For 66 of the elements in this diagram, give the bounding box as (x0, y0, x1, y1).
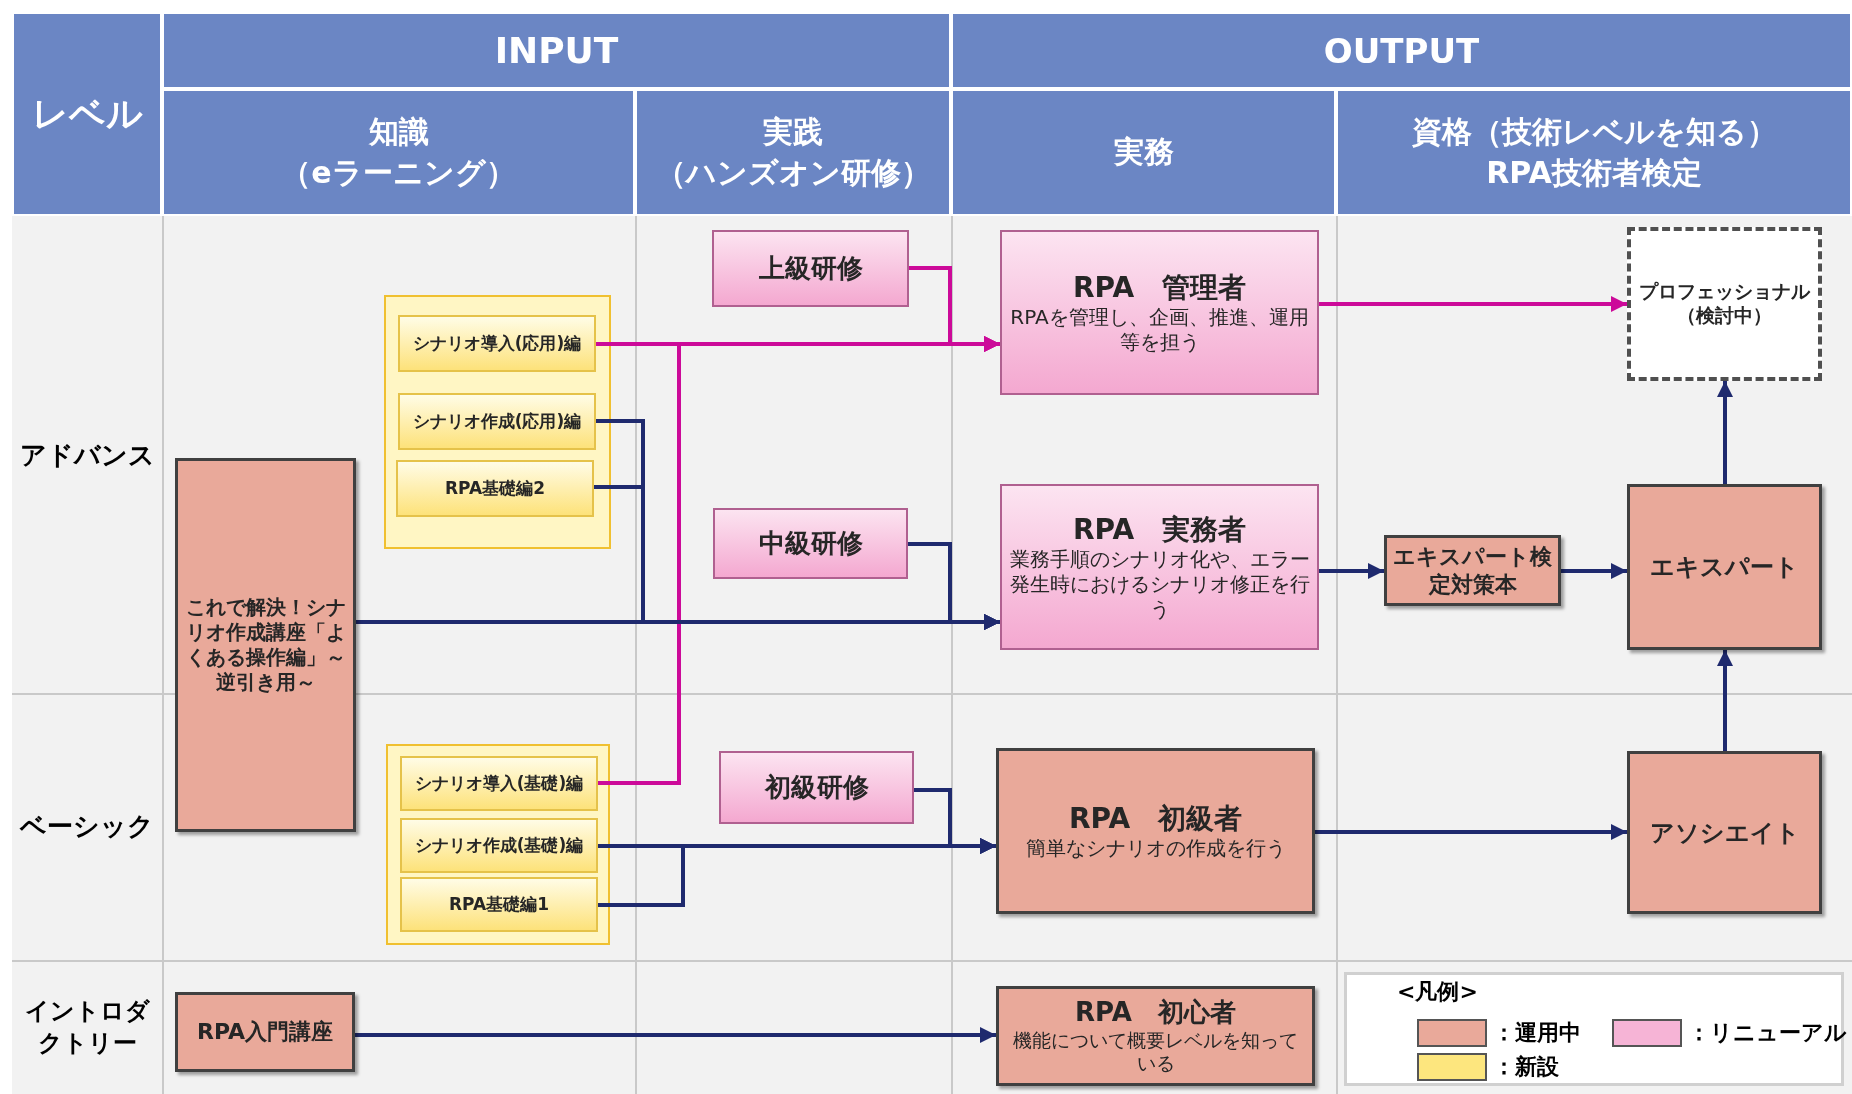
role-box (1000, 484, 1319, 650)
certification-box (1627, 484, 1822, 650)
node-label: 中級研修 (758, 527, 863, 560)
column-header: 知識（eラーニング） (162, 89, 635, 216)
training-box (712, 230, 909, 307)
course-box (398, 393, 596, 450)
node-description: 機能について概要レベルを知っている (1012, 1028, 1299, 1076)
node-label: シナリオ導入(基礎)編 (414, 772, 584, 795)
role-box (996, 986, 1315, 1086)
course-box (400, 756, 598, 811)
row-label: ベーシック (20, 810, 154, 843)
column-header: 資格（技術レベルを知る）RPA技術者検定 (1336, 89, 1852, 216)
group-panel (386, 744, 610, 945)
arrow (1717, 381, 1733, 484)
node-label: シナリオ導入(応用)編 (412, 332, 582, 355)
course-box (175, 992, 355, 1072)
node-title: RPA 初級者 (1068, 801, 1243, 836)
node-label: 初級研修 (764, 771, 869, 804)
node-label: エキスパート (1650, 552, 1799, 582)
node-label: RPA基礎編1 (449, 893, 549, 916)
node-label: シナリオ作成(基礎)編 (414, 834, 584, 857)
column-header: レベル (12, 12, 162, 216)
course-box (400, 818, 598, 873)
course-box (398, 315, 596, 372)
legend-label: ：新設 (1493, 1053, 1559, 1081)
legend-label: ：運用中 (1493, 1019, 1581, 1047)
role-box (1000, 230, 1319, 395)
course-box (396, 460, 594, 517)
column-header: INPUT (162, 12, 951, 89)
arrow (1319, 296, 1627, 312)
legend-title: <凡例> (1397, 978, 1478, 1006)
node-title: RPA 初心者 (1075, 996, 1236, 1029)
node-description: 簡単なシナリオの作成を行う (1025, 836, 1286, 861)
column-header: OUTPUT (951, 12, 1852, 89)
row-label: イントロダクトリー (24, 996, 150, 1059)
training-box (713, 508, 908, 579)
textbook-box (1384, 535, 1561, 606)
arrow (1717, 650, 1733, 751)
node-description: RPAを管理し、企画、推進、運用等を担う (1009, 305, 1310, 355)
node-label: エキスパート検定対策本 (1392, 543, 1553, 598)
node-label: RPA入門講座 (196, 1018, 334, 1046)
course-box (175, 458, 356, 832)
course-box (400, 877, 598, 932)
node-description: 業務手順のシナリオ化や、エラー発生時におけるシナリオ修正を行う (1008, 547, 1311, 622)
training-box (719, 751, 914, 824)
node-label: アソシエイト (1649, 817, 1800, 848)
column-header: 実践（ハンズオン研修） (635, 89, 951, 216)
group-panel (384, 295, 611, 549)
column-header: 実務 (951, 89, 1336, 216)
arrow (1319, 563, 1384, 579)
role-box (996, 748, 1315, 914)
legend-label: ：リニューアル (1688, 1019, 1847, 1047)
arrow (1561, 563, 1627, 579)
node-title: RPA 管理者 (1072, 270, 1247, 305)
node-label: シナリオ作成(応用)編 (412, 410, 582, 433)
node-label: RPA基礎編2 (445, 477, 545, 500)
node-label: プロフェッショナル（検討中） (1638, 280, 1811, 328)
arrow (1315, 824, 1627, 840)
certification-box (1627, 751, 1822, 914)
row-label: アドバンス (19, 439, 155, 472)
certification-box (1627, 227, 1822, 381)
node-label: これで解決！シナリオ作成講座「よくある操作編」～逆引き用～ (184, 595, 347, 695)
arrow (355, 1027, 996, 1043)
node-title: RPA 実務者 (1072, 512, 1247, 547)
arrow (908, 542, 1000, 630)
node-label: 上級研修 (758, 252, 863, 285)
